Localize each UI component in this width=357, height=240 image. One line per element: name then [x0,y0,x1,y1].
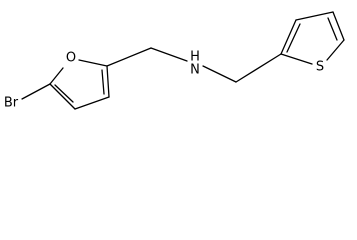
bond-c3-c4 [74,96,110,110]
bond-c3-c4-thio [295,11,334,21]
atom-thiophene-sulfur: S [316,60,324,75]
bond-o-c2 [78,59,108,67]
bond-c4-c5 [49,83,76,110]
bond-c-br [21,83,51,100]
furan-ring: O [49,51,110,110]
amine-group: H N [190,50,200,78]
atom-bromine: Br [4,96,19,111]
bond-c4-c5-thio [332,11,345,41]
bond-c2-c3-inner [101,69,105,95]
atom-amine-hydrogen: H [190,50,200,65]
bond-c2-c3-thio-inner [286,23,301,53]
bond-c4-c5-inner [54,84,74,103]
bond-c2-c3-thio [280,19,297,55]
bond-c2-c3 [106,65,110,98]
molecule-structure: Br O H N S [4,11,345,111]
bond-ch2-n [150,47,188,62]
bond-c4-c5-thio-inner [327,17,338,41]
bond-n-ch2 [202,65,237,83]
bond-c2-ch2 [106,47,152,67]
bond-ch2-ch2 [235,53,282,83]
bond-s-c2 [280,53,313,65]
bond-c5-s [326,39,345,61]
thiophene-ring: S [280,11,345,75]
atom-amine-nitrogen: N [190,63,200,78]
atom-furan-oxygen: O [66,51,76,66]
bond-c5-o [49,67,64,85]
